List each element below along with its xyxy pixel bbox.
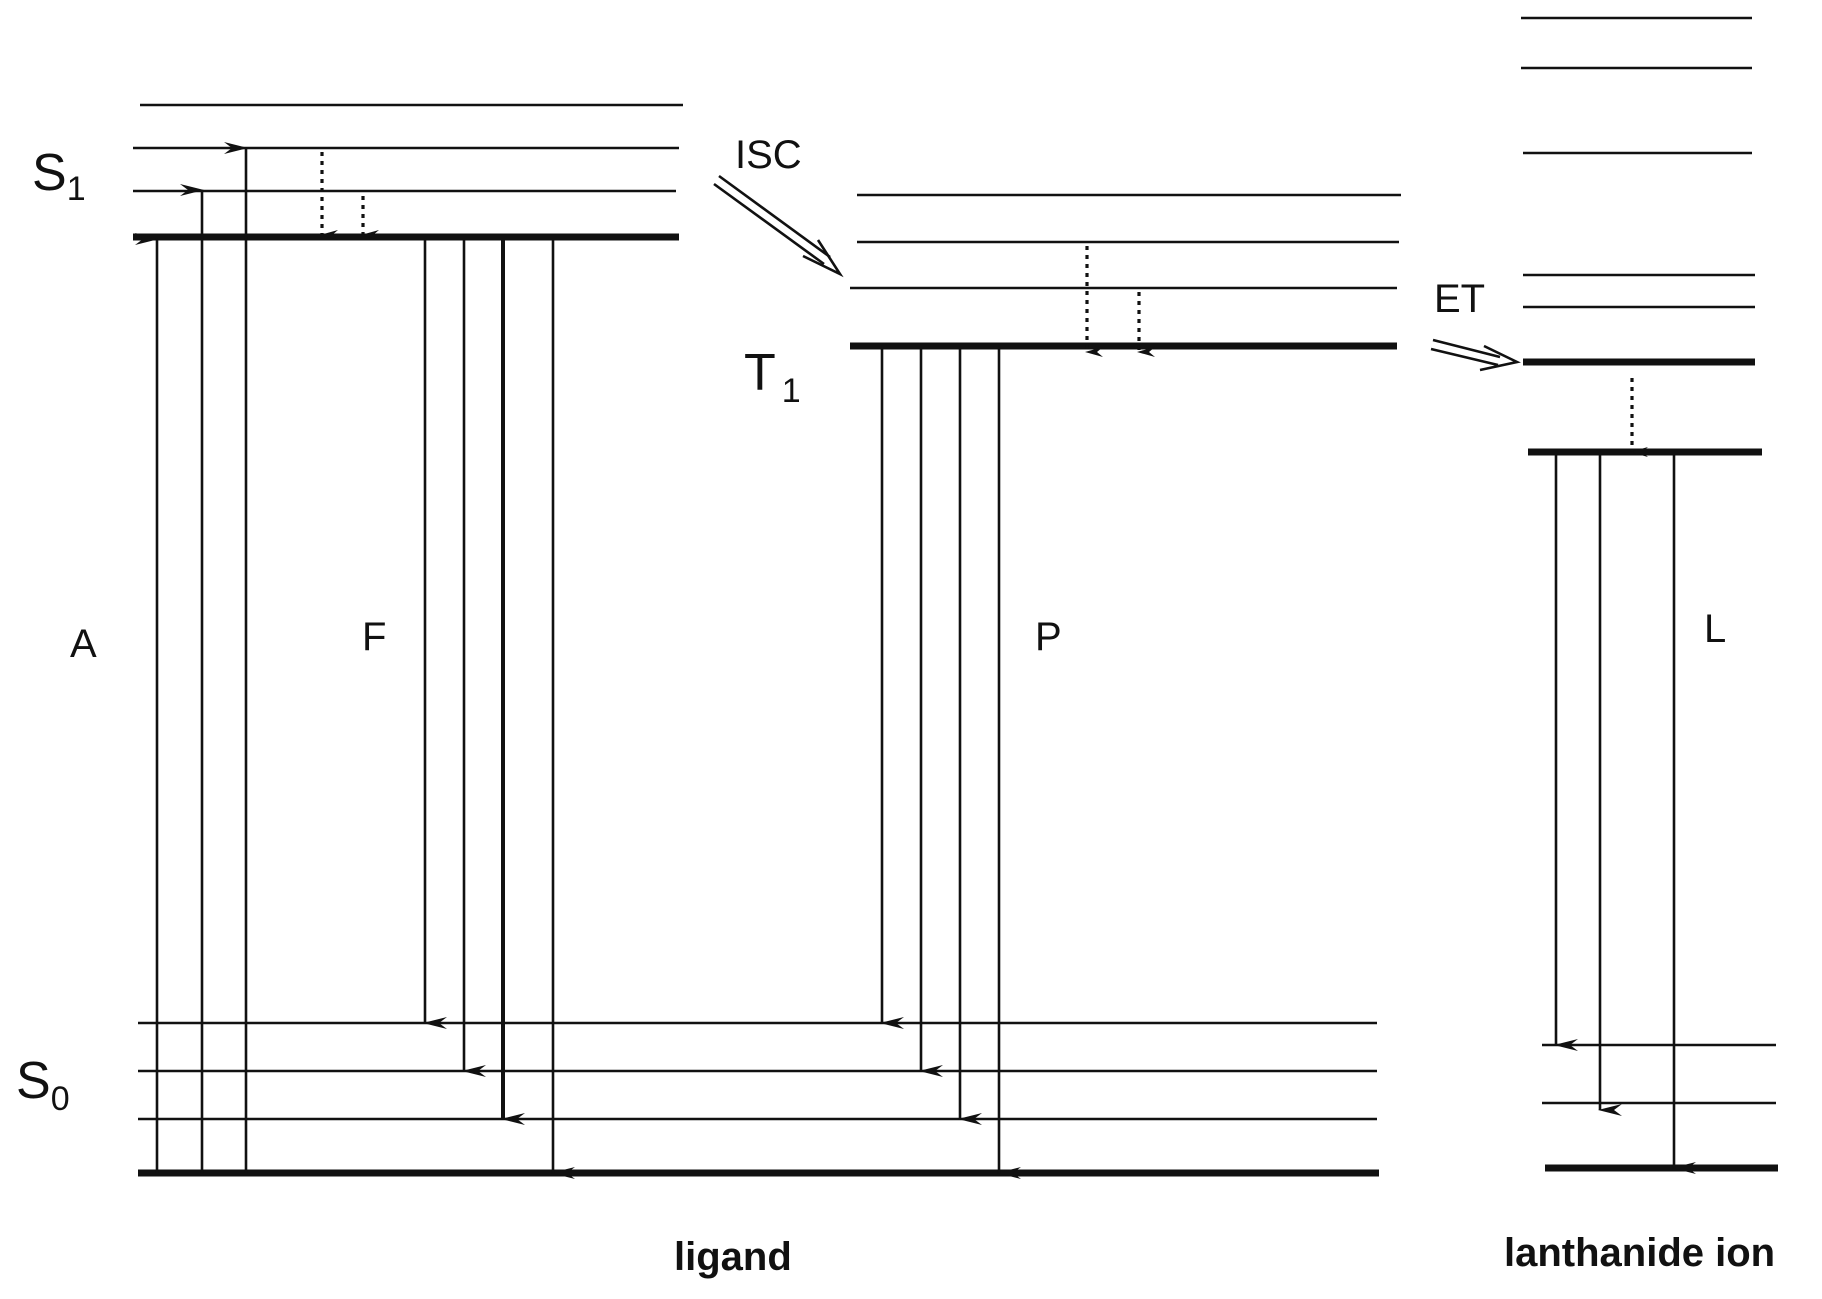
absorption-arrows: [135, 142, 248, 1173]
t1-manifold: [850, 193, 1401, 350]
fluorescence-label: F: [362, 615, 386, 659]
s1-relaxation-arrows: [320, 152, 379, 240]
et-label: ET: [1434, 277, 1485, 321]
s0-manifold: [138, 1021, 1379, 1177]
t1-relaxation-arrows: [1085, 246, 1155, 357]
ligand-caption: ligand: [674, 1235, 792, 1279]
isc-label: ISC: [735, 133, 802, 177]
phosphorescence-arrows: [880, 349, 1021, 1179]
energy-transfer-arrow: [1430, 338, 1521, 372]
luminescence-label: L: [1704, 607, 1726, 651]
absorption-label: A: [70, 622, 97, 666]
s1-manifold: [133, 103, 683, 241]
fluorescence-arrows: [423, 240, 575, 1179]
lanthanide-levels: [1521, 16, 1778, 1172]
lanthanide-caption: lanthanide ion: [1504, 1231, 1775, 1275]
s0-label: S0: [16, 1052, 70, 1118]
phosphorescence-label: P: [1035, 615, 1062, 659]
isc-arrow: [713, 174, 844, 278]
luminescence-arrows: [1554, 455, 1696, 1174]
s1-label: S1: [32, 144, 86, 208]
